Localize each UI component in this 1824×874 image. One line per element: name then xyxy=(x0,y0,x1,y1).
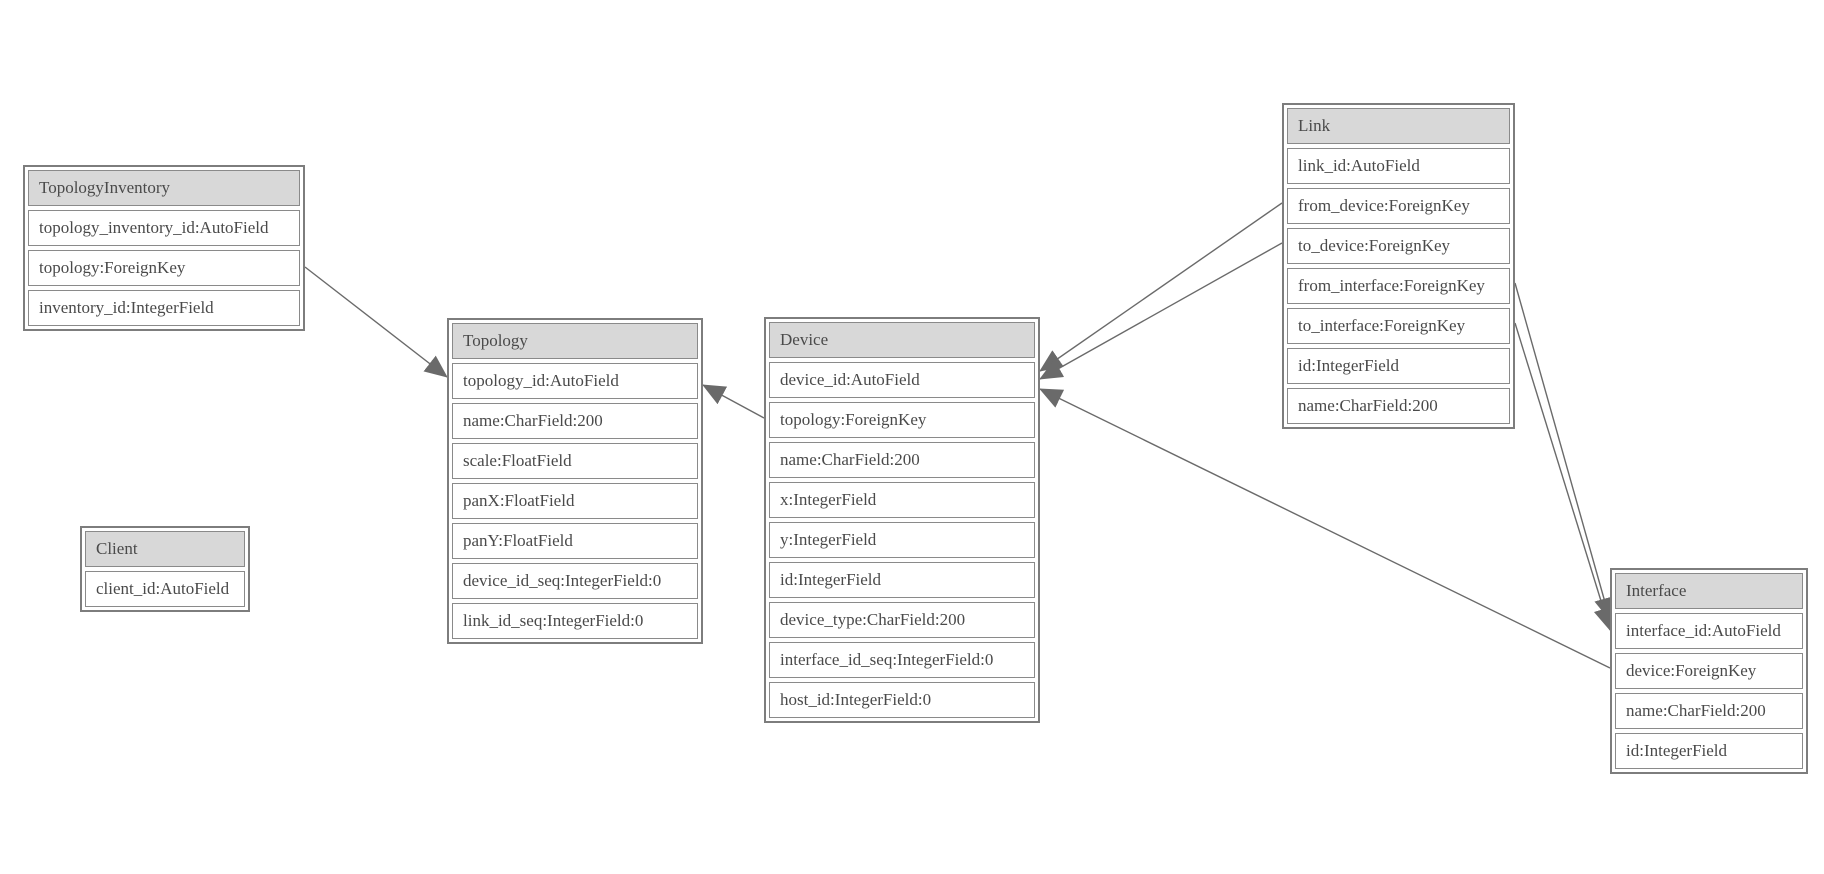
entity-client: Client client_id:AutoField xyxy=(80,526,250,612)
relation-device-topology xyxy=(702,384,765,419)
field-row-device-6: device_type:CharField:200 xyxy=(769,602,1035,638)
entity-topology: Topology topology_id:AutoField name:CharFi… xyxy=(447,318,703,644)
field-row-device-2: name:CharField:200 xyxy=(769,442,1035,478)
entity-title-device: Device xyxy=(769,322,1035,358)
entity-device: Device device_id:AutoField topology:Foreig… xyxy=(764,317,1040,723)
field-row-topology-5: device_id_seq:IntegerField:0 xyxy=(452,563,698,599)
entity-title-topology: Topology xyxy=(452,323,698,359)
field-row-link-0: link_id:AutoField xyxy=(1287,148,1510,184)
field-row-interface-3: id:IntegerField xyxy=(1615,733,1803,769)
field-row-interface-1: device:ForeignKey xyxy=(1615,653,1803,689)
entity-title-topology-inventory: TopologyInventory xyxy=(28,170,300,206)
field-row-topology-0: topology_id:AutoField xyxy=(452,363,698,399)
field-row-link-5: id:IntegerField xyxy=(1287,348,1510,384)
field-row-topology-1: name:CharField:200 xyxy=(452,403,698,439)
field-row-topology-inventory-2: inventory_id:IntegerField xyxy=(28,290,300,326)
entity-title-interface: Interface xyxy=(1615,573,1803,609)
field-row-link-4: to_interface:ForeignKey xyxy=(1287,308,1510,344)
field-row-interface-2: name:CharField:200 xyxy=(1615,693,1803,729)
field-row-device-3: x:IntegerField xyxy=(769,482,1035,518)
field-row-device-7: interface_id_seq:IntegerField:0 xyxy=(769,642,1035,678)
field-row-topology-4: panY:FloatField xyxy=(452,523,698,559)
entity-topology-inventory: TopologyInventory topology_inventory_id:A… xyxy=(23,165,305,331)
relation-link-tointerface-interface xyxy=(1514,322,1614,631)
field-row-topology-2: scale:FloatField xyxy=(452,443,698,479)
field-row-link-6: name:CharField:200 xyxy=(1287,388,1510,424)
relation-link-todevice-device xyxy=(1039,242,1283,380)
field-row-topology-3: panX:FloatField xyxy=(452,483,698,519)
field-row-topology-inventory-1: topology:ForeignKey xyxy=(28,250,300,286)
field-row-topology-6: link_id_seq:IntegerField:0 xyxy=(452,603,698,639)
relation-link-fromdevice-device xyxy=(1039,202,1283,372)
field-row-device-8: host_id:IntegerField:0 xyxy=(769,682,1035,718)
field-row-link-3: from_interface:ForeignKey xyxy=(1287,268,1510,304)
relation-link-frominterface-interface xyxy=(1514,282,1614,621)
field-row-device-1: topology:ForeignKey xyxy=(769,402,1035,438)
entity-title-client: Client xyxy=(85,531,245,567)
relation-interface-device xyxy=(1039,388,1611,669)
field-row-link-1: from_device:ForeignKey xyxy=(1287,188,1510,224)
field-row-link-2: to_device:ForeignKey xyxy=(1287,228,1510,264)
field-row-device-0: device_id:AutoField xyxy=(769,362,1035,398)
field-row-device-4: y:IntegerField xyxy=(769,522,1035,558)
entity-title-link: Link xyxy=(1287,108,1510,144)
relation-topologyinventory-topology xyxy=(304,266,448,378)
field-row-device-5: id:IntegerField xyxy=(769,562,1035,598)
field-row-interface-0: interface_id:AutoField xyxy=(1615,613,1803,649)
entity-interface: Interface interface_id:AutoField device:Fo… xyxy=(1610,568,1808,774)
field-row-topology-inventory-0: topology_inventory_id:AutoField xyxy=(28,210,300,246)
entity-link: Link link_id:AutoField from_device:Foreign… xyxy=(1282,103,1515,429)
field-row-client-0: client_id:AutoField xyxy=(85,571,245,607)
